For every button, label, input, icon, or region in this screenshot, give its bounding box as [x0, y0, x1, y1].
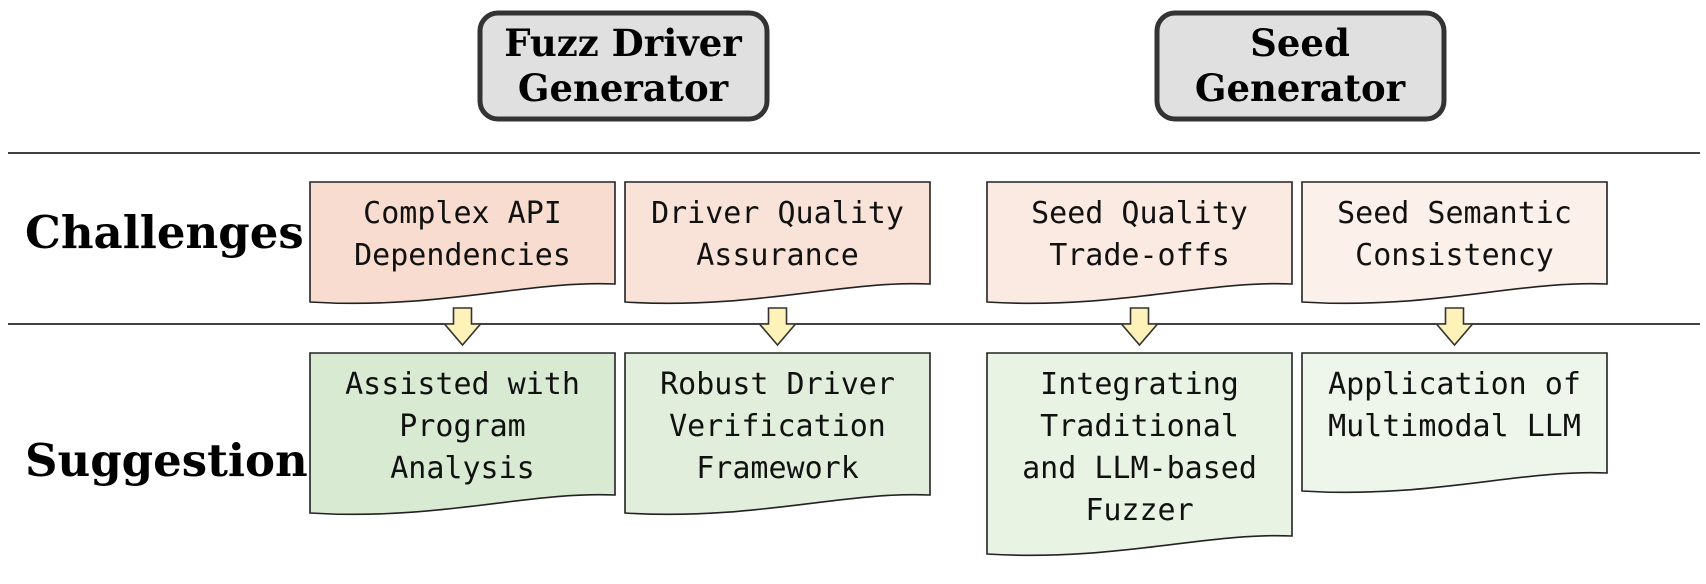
challenge-card-shape — [986, 181, 1293, 305]
challenge-card-shape — [1301, 181, 1608, 305]
suggestion-card-3-line-2: Traditional — [1040, 409, 1239, 444]
suggestion-card-shape — [1301, 352, 1608, 494]
suggestion-card-4-line-2: Multimodal LLM — [1328, 409, 1581, 444]
challenge-card-shape — [309, 181, 616, 305]
suggestion-card-4-line-1: Application of — [1328, 367, 1581, 402]
seed-generator-line-2: Generator — [1195, 66, 1406, 110]
suggestion-card-1-line-1: Assisted with — [345, 367, 580, 402]
challenge-card-3-line-2: Trade-offs — [1049, 238, 1230, 273]
suggestion-card-shape — [986, 352, 1293, 557]
suggestion-card-3-line-3: and LLM-based — [1022, 451, 1257, 486]
seed-generator-box — [1154, 10, 1447, 122]
suggestion-card-1-line-3: Analysis — [390, 451, 535, 486]
suggestion-card-2-line-3: Framework — [696, 451, 859, 486]
challenge-card-1-line-2: Dependencies — [354, 238, 571, 273]
challenge-card-2-line-1: Driver Quality — [651, 196, 904, 231]
fuzz-driver-generator-header: Fuzz Driver Generator — [477, 10, 770, 122]
challenge-card-shape — [624, 181, 931, 305]
suggestion-card-4: Application of Multimodal LLM — [1301, 352, 1608, 494]
suggestion-card-3-line-1: Integrating — [1040, 367, 1239, 402]
challenge-card-3-line-1: Seed Quality — [1031, 196, 1248, 231]
down-arrow-icon-3 — [1119, 307, 1160, 347]
challenges-row-label: Challenges — [25, 206, 304, 259]
fuzz-driver-generator-box — [477, 10, 770, 122]
suggestion-card-2-line-1: Robust Driver — [660, 367, 895, 402]
seed-generator-header: Seed Generator — [1154, 10, 1447, 122]
down-arrow-icon-1 — [442, 307, 483, 347]
suggestion-card-shape — [309, 352, 616, 516]
challenge-card-4-line-2: Consistency — [1355, 238, 1554, 273]
challenge-card-1-line-1: Complex API — [363, 196, 562, 231]
suggestion-card-2-line-2: Verification — [669, 409, 886, 444]
suggestion-card-3-line-4: Fuzzer — [1085, 493, 1193, 528]
suggestion-card-1-line-2: Program — [399, 409, 525, 444]
down-arrows — [442, 307, 1475, 347]
challenge-card-1: Complex API Dependencies — [309, 181, 616, 305]
challenge-card-4-line-1: Seed Semantic — [1337, 196, 1572, 231]
challenge-cards: Complex API Dependencies Driver QualityAss… — [309, 181, 1608, 305]
suggestions-row-label: Suggestions — [25, 434, 333, 487]
down-arrow-icon-4 — [1434, 307, 1475, 347]
seed-generator-line-1: Seed — [1250, 21, 1350, 65]
fuzz-driver-generator-line-1: Fuzz Driver — [504, 21, 742, 65]
fuzz-driver-generator-line-2: Generator — [518, 66, 729, 110]
challenge-card-2-line-2: Assurance — [696, 238, 859, 273]
down-arrow-icon-2 — [757, 307, 798, 347]
suggestion-card-shape — [624, 352, 931, 516]
